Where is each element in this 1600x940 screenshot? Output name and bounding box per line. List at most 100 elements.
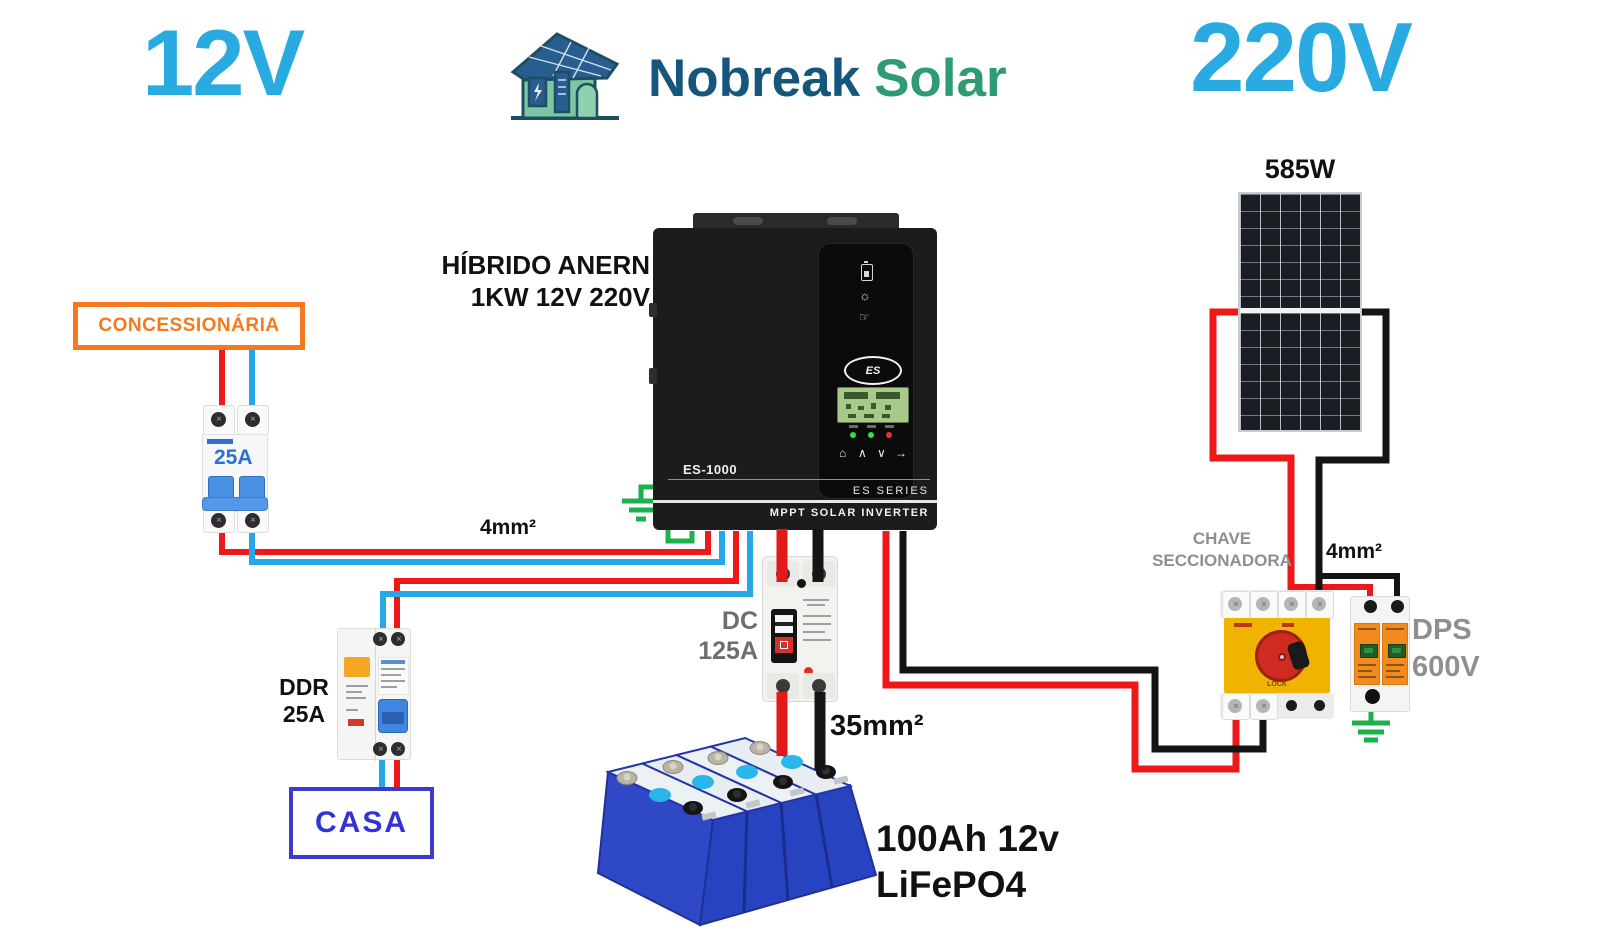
lcd-segment <box>864 414 874 418</box>
dps-module-line <box>1358 670 1372 672</box>
lcd-segment <box>876 392 900 399</box>
dps-label: DPS 600V <box>1412 612 1480 686</box>
chave-body: LOCK <box>1224 618 1330 693</box>
chave-terminal-dot <box>1314 700 1325 711</box>
ddr-name: DDR <box>279 674 329 700</box>
dps-module-line <box>1386 670 1400 672</box>
battery-front-groove <box>779 801 790 901</box>
terminal-screw <box>1228 699 1242 713</box>
inverter: ☼ ☞ ES ⌂ ∧ ∨ <box>649 213 937 530</box>
lcd-segment <box>844 392 868 399</box>
terminal-screw <box>211 412 226 427</box>
dc-label-line <box>803 631 825 633</box>
dps-module-line <box>1358 628 1376 630</box>
chave-terminal-dot <box>1286 700 1297 711</box>
breaker-toggle-bar <box>202 497 268 511</box>
inverter-subtitle: MPPT SOLAR INVERTER <box>769 507 929 519</box>
battery-top-patch <box>701 811 717 821</box>
dc-toggle-glyph <box>780 641 788 649</box>
inverter-series: ES SERIES <box>852 485 929 497</box>
chave-marking <box>1282 623 1294 627</box>
led-label <box>849 425 858 428</box>
dps-module <box>1382 623 1408 685</box>
battery-chemistry: LiFePO4 <box>876 864 1027 905</box>
ddr-diagram-line <box>346 697 366 699</box>
terminal-screw <box>1312 597 1326 611</box>
terminal-screw <box>1256 699 1270 713</box>
ddr-label-block <box>378 657 409 695</box>
dc-terminal-bolt <box>776 567 790 581</box>
led-label <box>885 425 894 428</box>
ac-cable-label: 4mm² <box>480 516 537 539</box>
wire-ac-out-red <box>394 531 739 636</box>
dps-voltage: 600V <box>1412 651 1480 683</box>
bracket-slot <box>827 217 857 225</box>
chave-marking <box>1234 623 1252 627</box>
dps-module-line <box>1386 664 1404 666</box>
wire-ac-out-blue <box>380 531 753 636</box>
dps-name: DPS <box>1412 614 1472 646</box>
inverter-band <box>653 500 937 503</box>
terminal-screw <box>391 742 405 756</box>
casa-box: CASA <box>289 787 434 859</box>
button-down-icon: ∨ <box>877 446 886 460</box>
inverter-side-tab <box>649 368 657 384</box>
dps-bottom-terminal <box>1365 689 1380 704</box>
terminal-screw <box>391 632 405 646</box>
breaker-rating-label: 25A <box>214 446 253 469</box>
terminal-screw <box>1284 597 1298 611</box>
inverter-side-tab <box>649 303 657 317</box>
brand-primary: Nobreak <box>648 49 861 108</box>
ddr-diagram-line <box>346 691 362 693</box>
ddr-label-line <box>381 686 397 688</box>
battery-top-patch <box>789 787 805 797</box>
solar-panel-divider <box>1240 308 1360 313</box>
inverter-model: ES-1000 <box>683 462 738 477</box>
inverter-title-line2: 1KW 12V 220V <box>470 282 650 312</box>
dc-breaker-label: DC 125A <box>688 606 758 666</box>
wire-ac-in-blue <box>249 524 725 565</box>
dps-window <box>1388 644 1406 658</box>
ddr-rating: 25A <box>282 701 326 727</box>
chave-terminal <box>1250 591 1278 619</box>
battery-label: 100Ah 12v LiFePO4 <box>876 816 1059 908</box>
dc-label-line <box>803 623 831 625</box>
dc-toggle <box>771 609 797 663</box>
brand-house-icon <box>510 32 620 120</box>
lcd-segment <box>848 414 856 418</box>
wire-pv-black-inverter <box>899 531 1267 753</box>
inverter-title: HÍBRIDO ANERN 1KW 12V 220V <box>398 249 650 313</box>
battery-icon-nub <box>864 261 868 263</box>
dps-window-inner <box>1392 648 1401 653</box>
solar-panel <box>1238 192 1362 432</box>
terminal-screw <box>373 632 387 646</box>
dc-brand-line <box>807 604 825 606</box>
led-label <box>867 425 876 428</box>
battery-front-groove <box>814 793 834 888</box>
ddr-label-line <box>381 680 405 682</box>
concessionaria-box: CONCESSIONÁRIA <box>73 302 305 350</box>
dc-terminal-bolt <box>812 679 826 693</box>
lcd-segment <box>882 414 890 418</box>
disconnect-switch: LOCK <box>1220 590 1334 720</box>
voltage-label-12v: 12V <box>142 10 305 115</box>
led-green-2 <box>868 432 874 438</box>
inverter-mount-bracket <box>693 213 899 230</box>
ddr-label-line <box>381 674 401 676</box>
dps-terminal <box>1364 600 1377 613</box>
dc-breaker-name: DC <box>721 607 758 635</box>
dps-window <box>1360 644 1378 658</box>
ddr-diagram-line <box>346 685 368 687</box>
dc-red-dot <box>804 667 813 676</box>
ddr-toggle <box>378 699 408 733</box>
ddr-red-indicator <box>348 719 364 726</box>
dc-breaker <box>762 556 838 702</box>
ddr-label-line <box>381 668 405 670</box>
chave-label-line1: CHAVE <box>1192 529 1252 548</box>
dps-terminal <box>1391 600 1404 613</box>
dc-label-line <box>803 615 831 617</box>
button-home-icon: ⌂ <box>839 446 847 460</box>
battery-status-icon <box>861 261 873 281</box>
